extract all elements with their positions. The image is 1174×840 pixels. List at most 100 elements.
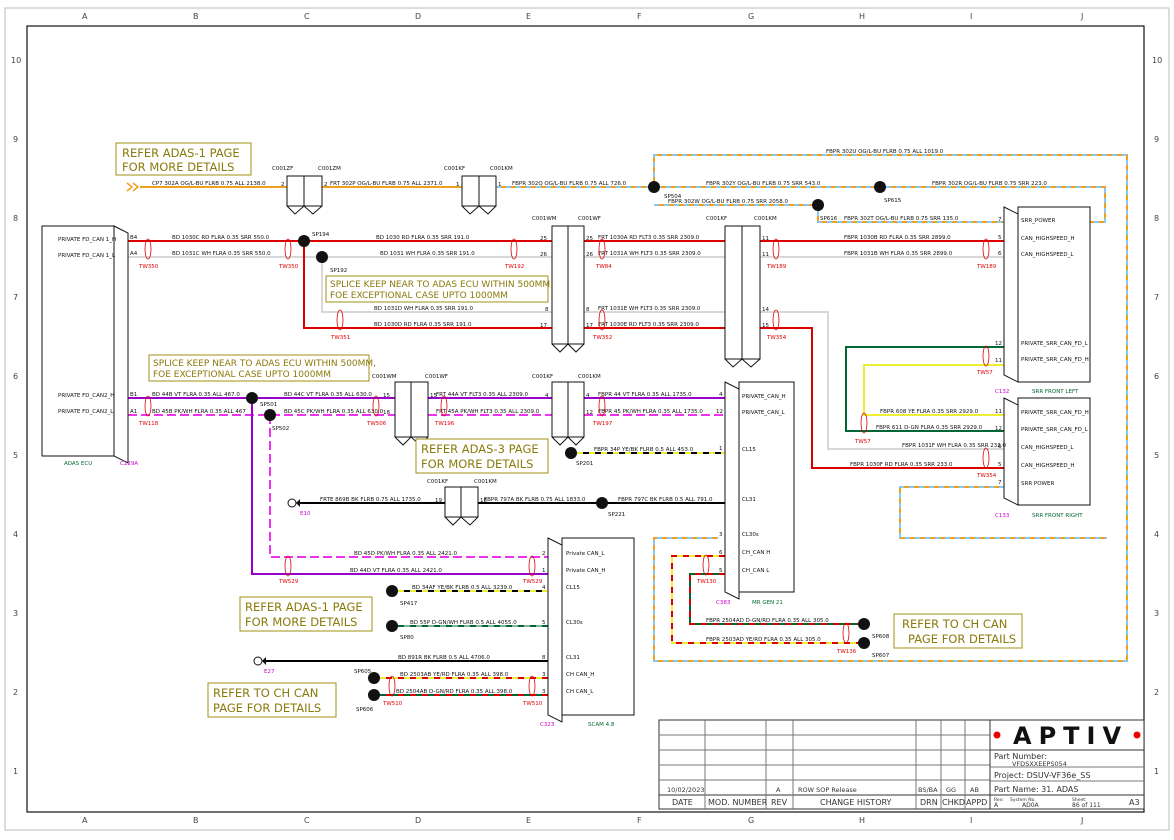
inline-wm-wf-1: C001WM C001WF 25 25 26 26 8 8 17 17 <box>532 216 601 353</box>
tb-part-number-label: Part Number: <box>994 752 1047 761</box>
wire-1030f <box>760 327 1004 469</box>
twist-tw189-a: TW189 <box>766 238 787 270</box>
scam-num-5: 8 <box>542 655 546 661</box>
wire-label-33: FBPR 608 YE FLRA 0.35 SRR 2929.0 <box>880 409 979 415</box>
srr-fr-num-1: 11 <box>995 409 1002 415</box>
adas-pin-label-2: PRIVATE FD_CAN 1_L <box>58 253 116 259</box>
wire-label-4: FBPR 302U OG/L-BU FLRB 0.75 ALL 1019.0 <box>826 149 944 155</box>
note-3-line-2: FOE EXCEPTIONAL CASE UPTO 1000MM <box>153 370 331 380</box>
inline-wm1-p1: 25 <box>540 236 547 242</box>
inline-kf2-break <box>724 358 761 368</box>
note-7-line-1: REFER TO CH CAN <box>213 686 318 700</box>
splice-sp201 <box>565 447 577 459</box>
splice-sp221 <box>596 497 608 509</box>
twist-label-10: TW57 <box>854 439 871 445</box>
srr-fl-num-5: 11 <box>995 358 1002 364</box>
grid-row-right-3: 3 <box>1154 609 1159 618</box>
grid-row-left-3: 3 <box>13 609 18 618</box>
wire-srr-fr-power-stripe <box>899 486 1107 539</box>
aptiv-logo: APTIV <box>1013 722 1128 750</box>
inline-kf3-a: C001KF <box>532 374 553 380</box>
srr-fdcan-wires <box>128 240 1004 469</box>
inline-zf-p2: 2 <box>324 182 328 188</box>
inline-kf-km-1: C001KF C001KM 1 1 <box>444 166 513 215</box>
ground-e10-ring <box>287 498 297 508</box>
mr-gen-connector <box>724 381 740 600</box>
tb-project: Project: DSUV-VF36e_SS <box>994 771 1090 780</box>
grid-row-right-1: 1 <box>1154 767 1159 776</box>
splice-sp194 <box>298 235 310 247</box>
wire-1031f <box>760 311 1004 450</box>
note-1-line-1: REFER ADAS-1 PAGE <box>122 146 240 160</box>
wire-1030d <box>303 241 552 329</box>
wire-label-32: FBPR 797C BK FLRB 0.5 ALL 791.0 <box>618 497 713 503</box>
twist-label-12: TW118 <box>138 421 159 427</box>
mr-gen-conn: C383 <box>716 600 731 606</box>
inline-kf1-a: C001KF <box>444 166 465 172</box>
wire-label-5: FBPR 302Y OG/L-BU FLRB 0.75 SRR 543.0 <box>706 181 821 187</box>
srr-fr-connector <box>1003 397 1019 506</box>
scam-num-4: 5 <box>542 620 546 626</box>
splice-sp608 <box>858 618 870 630</box>
tb-sheet: 86 of 111 <box>1072 802 1101 809</box>
adas-ecu-conn: C229A <box>120 461 138 467</box>
inline-kf3-p2: 12 <box>586 410 593 416</box>
twist-tw192: TW192 <box>504 238 524 270</box>
wire-label-22: BD 44C VT FLRA 0.35 ALL 630.0 <box>284 392 372 398</box>
grid-col-bot-e: E <box>526 816 531 825</box>
inline-zf-b: C001ZM <box>318 166 341 172</box>
srr-fr-pin-3: CAN_HIGHSPEED_L <box>1021 445 1074 451</box>
grid-row-left-5: 5 <box>13 451 18 460</box>
inline-wm1-break <box>551 343 585 353</box>
grid-row-right-2: 2 <box>1154 688 1159 697</box>
tb-sheet-label: Sheet: <box>1072 797 1087 803</box>
wire-label-31: FBPR 797A BK FLRB 0.75 ALL 1833.0 <box>484 497 586 503</box>
note-4-line-1: REFER ADAS-3 PAGE <box>421 442 539 456</box>
splice-sp616 <box>812 199 824 211</box>
inline-kf4-break <box>444 516 479 526</box>
srr-fl-box: SRR_POWER CAN_HIGHSPEED_H CAN_HIGHSPEED_… <box>995 206 1091 395</box>
inline-kf1-p2: 1 <box>498 182 502 188</box>
twist-label-3: TW84 <box>595 264 612 270</box>
grid-row-left-6: 6 <box>13 372 18 381</box>
tb-part-number: VFDSXXEEPS054 <box>1012 760 1067 768</box>
twist-label-0: TW350 <box>138 264 159 270</box>
twist-tw354-b: TW354 <box>976 447 997 479</box>
inline-wm2-p2: 18 <box>383 410 390 416</box>
grid-row-left-9: 9 <box>13 135 18 144</box>
splice-label-sp194: SP194 <box>312 232 330 238</box>
scam-num-7: 3 <box>542 689 546 695</box>
note-2-line-2: FOE EXCEPTIONAL CASE UPTO 1000MM <box>330 291 508 301</box>
scam-connector <box>547 537 563 723</box>
grid-col-top-c: C <box>304 12 310 21</box>
wire-label-24: FBPR 44 VT FLRA 0.35 ALL 1735.0 <box>598 392 692 398</box>
inline-wm2-p1b: 15 <box>430 393 437 399</box>
inline-kf3-break <box>551 436 585 446</box>
frame-border <box>26 25 1145 813</box>
splice-sp501 <box>246 392 258 404</box>
splice-label-sp605: SP605 <box>354 669 372 675</box>
grid-row-left-4: 4 <box>13 530 18 539</box>
inline-wm1-p2b: 26 <box>586 252 593 258</box>
adas-pin-num-1: B4 <box>130 235 138 241</box>
twist-label-5: TW189 <box>976 264 997 270</box>
mr-gen-num-5: 3 <box>719 532 723 538</box>
note-6-box <box>893 613 1023 649</box>
twist-tw506: TW506 <box>366 395 387 427</box>
wire-label-41: BD 891R BK FLRB 0.5 ALL 4706.0 <box>398 655 490 661</box>
inline-kf2-b: C001KM <box>754 216 777 222</box>
grid-col-bot-j: J <box>1080 816 1083 825</box>
twist-tw57-b: TW57 <box>854 412 871 445</box>
srr-fl-num-2: 5 <box>998 235 1002 241</box>
twist-label-7: TW352 <box>592 335 612 341</box>
twist-label-4: TW189 <box>766 264 787 270</box>
inline-kf4-b: C001KM <box>474 479 497 485</box>
scam-pin-5: CL31 <box>566 655 580 661</box>
grid-col-top-j: J <box>1080 12 1083 21</box>
wire-label-16: FBPR 1031B WH FLRA 0.35 SRR 2899.0 <box>844 251 953 257</box>
note-4-box <box>415 438 549 474</box>
inline-kf4-p1: 19 <box>435 498 442 504</box>
mr-gen-pin-4: CL31 <box>742 497 756 503</box>
twist-label-9: TW57 <box>976 370 993 376</box>
